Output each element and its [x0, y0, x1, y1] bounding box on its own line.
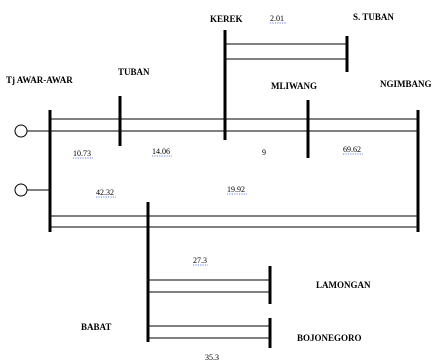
value-babat-bojonegoro: 35.3 [205, 353, 219, 362]
label-ngimbang: NGIMBANG [380, 79, 432, 89]
label-bojonegoro: BOJONEGORO [297, 333, 362, 343]
generator-2-icon [14, 183, 28, 197]
value-babat-lamongan: 27.3 [193, 256, 207, 265]
label-mliwang: MLIWANG [271, 81, 317, 91]
value-babat-ngimbang: 19.92 [227, 185, 245, 194]
label-kerek: KEREK [210, 14, 243, 24]
generator-1-icon [14, 124, 28, 138]
value-kerek-stuban: 2.01 [270, 14, 284, 23]
label-babat: BABAT [81, 322, 111, 332]
value-tjaa-babat: 42.32 [96, 188, 114, 197]
value-mliwang-ngimbang: 69.62 [343, 145, 361, 154]
label-tj-awar-awar: Tj AWAR-AWAR [6, 75, 73, 85]
label-lamongan: LAMONGAN [316, 280, 371, 290]
value-kerek-mliwang: 9 [262, 148, 266, 157]
label-s-tuban: S. TUBAN [353, 12, 394, 22]
value-tjaa-tuban: 10.73 [73, 149, 91, 158]
value-tuban-kerek: 14.06 [152, 147, 170, 156]
label-tuban: TUBAN [118, 67, 150, 77]
